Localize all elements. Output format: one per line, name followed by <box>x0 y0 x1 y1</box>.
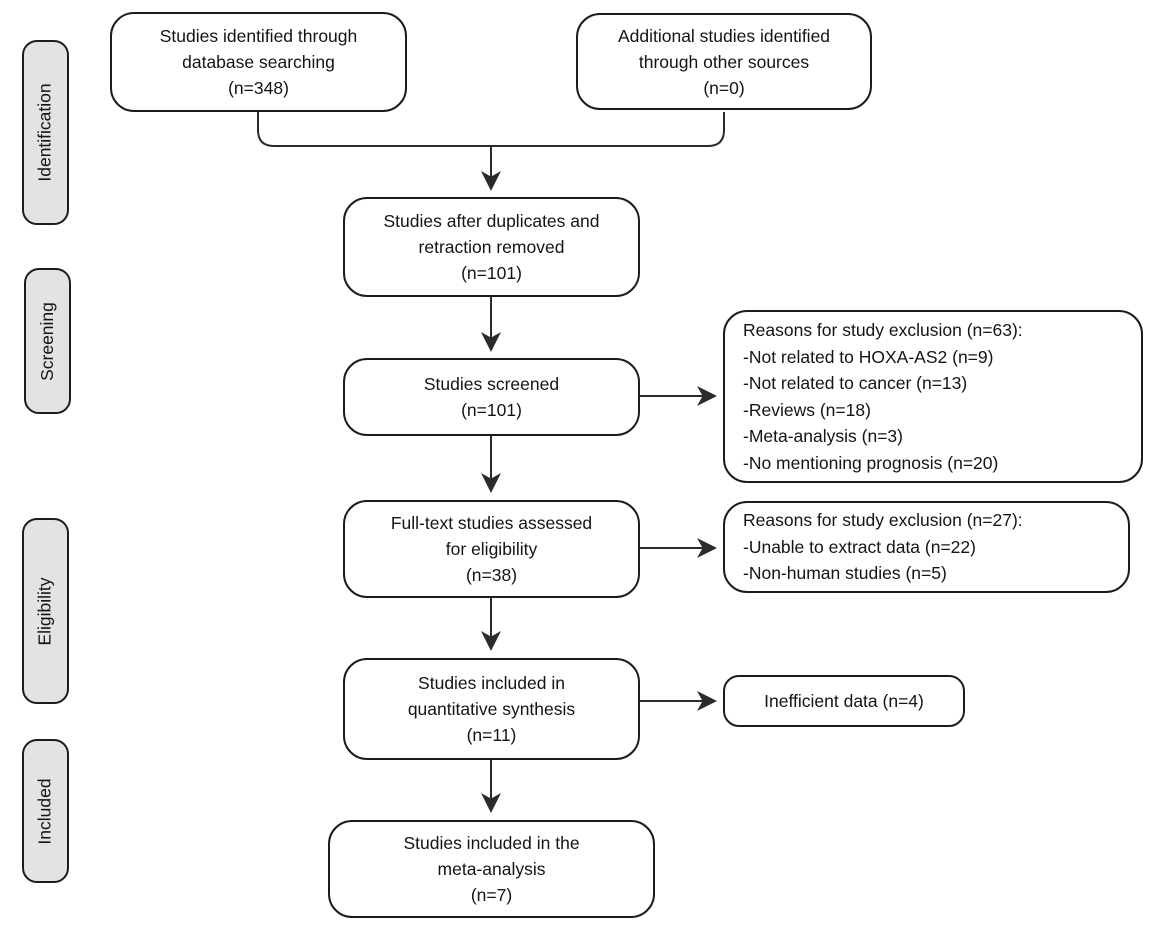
box-line: (n=38) <box>465 565 518 585</box>
box-line: Studies included in the <box>403 833 580 853</box>
box-line: (n=101) <box>461 400 522 420</box>
box-line: -Non-human studies (n=5) <box>743 563 947 584</box>
box-line: (n=101) <box>461 263 522 283</box>
stage-screening-label: Screening <box>37 301 57 381</box>
box-line: -Meta-analysis (n=3) <box>743 426 903 446</box>
stage-identification-label: Identification <box>35 83 56 182</box>
box-line: retraction removed <box>418 237 565 257</box>
box-line: (n=0) <box>703 77 745 98</box>
box-line: -Not related to HOXA-AS2 (n=9) <box>743 346 994 367</box>
box-line: for eligibility <box>445 539 538 559</box>
stage-eligibility: Eligibility <box>22 518 69 704</box>
box-line: Studies after duplicates and <box>383 211 600 231</box>
stage-identification: Identification <box>22 40 69 225</box>
box-line: database searching <box>182 52 335 72</box>
box-line: Reasons for study exclusion (n=63): <box>743 320 1023 340</box>
box-line: (n=7) <box>470 885 513 905</box>
box-line: (n=11) <box>466 725 517 745</box>
box-line: -Not related to cancer (n=13) <box>743 373 968 393</box>
box-line: Inefficient data (n=4) <box>764 691 924 711</box>
box-line: Studies included in <box>418 673 565 693</box>
stage-screening: Screening <box>24 268 71 414</box>
box-line: Reasons for study exclusion (n=27): <box>743 510 1023 531</box>
box-line: (n=348) <box>228 78 289 98</box>
box-line: quantitative synthesis <box>407 699 576 719</box>
stage-included-label: Included <box>35 777 56 845</box>
box-quantitative-synthesis: Studies included in quantitative synthes… <box>343 658 640 760</box>
box-exclusion-reasons-fulltext: Reasons for study exclusion (n=27): -Una… <box>723 501 1130 593</box>
box-exclusion-reasons-screening: Reasons for study exclusion (n=63): -Not… <box>723 310 1143 483</box>
box-line: Full-text studies assessed <box>390 513 593 533</box>
box-line: -Reviews (n=18) <box>743 399 871 420</box>
box-line: meta-analysis <box>437 859 546 879</box>
stage-included: Included <box>22 739 69 883</box>
box-line: -Unable to extract data (n=22) <box>743 536 976 557</box>
box-line: -No mentioning prognosis (n=20) <box>743 452 999 473</box>
box-duplicates-removed: Studies after duplicates and retraction … <box>343 197 640 297</box>
box-inefficient-data: Inefficient data (n=4) <box>723 675 965 727</box>
box-fulltext-assessed: Full-text studies assessed for eligibili… <box>343 500 640 598</box>
stage-eligibility-label: Eligibility <box>35 576 56 646</box>
box-studies-screened: Studies screened (n=101) <box>343 358 640 436</box>
box-line: Additional studies identified <box>617 25 831 46</box>
box-line: Studies identified through <box>159 26 358 46</box>
box-meta-analysis-included: Studies included in the meta-analysis (n… <box>328 820 655 918</box>
box-line: through other sources <box>638 51 810 72</box>
box-additional-studies-other-sources: Additional studies identified through ot… <box>576 13 872 110</box>
box-line: Studies screened <box>423 374 560 394</box>
box-studies-identified-database: Studies identified through database sear… <box>110 12 407 112</box>
merge-bracket-line <box>257 112 725 147</box>
